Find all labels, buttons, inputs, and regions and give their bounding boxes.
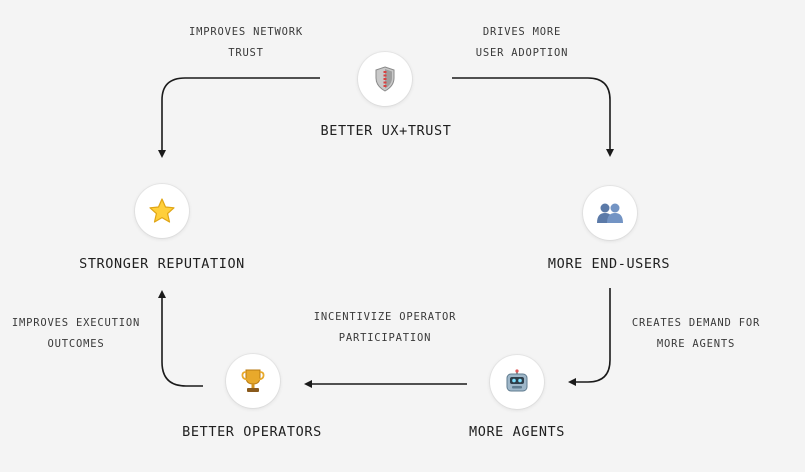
more-agents-label: MORE AGENTS: [468, 424, 566, 440]
robot-icon: [506, 369, 528, 392]
shield-icon: [375, 66, 395, 92]
edge-label-incentivize: INCENTIVIZE OPERATOR PARTICIPATION: [313, 311, 457, 344]
arrow-operators-to-reputation: [158, 290, 203, 387]
better-ux-trust-node: [358, 52, 412, 106]
edge-label-improves-outcomes: IMPROVES EXECUTION OUTCOMES: [11, 317, 141, 350]
users-icon: [597, 203, 623, 223]
arrow-reputation-to-trust: [158, 77, 320, 158]
edge-label-drives-adoption: DRIVES MORE USER ADOPTION: [475, 26, 569, 59]
arrow-trust-to-users: [452, 77, 614, 157]
trophy-icon: [241, 369, 265, 392]
edge-label-improves-trust: IMPROVES NETWORK TRUST: [189, 26, 303, 59]
more-end-users-label: MORE END-USERS: [547, 256, 671, 272]
stronger-reputation-label: STRONGER REPUTATION: [79, 256, 245, 272]
arrow-users-to-agents: [568, 288, 611, 386]
more-agents-node: [490, 355, 544, 409]
more-end-users-node: [583, 186, 637, 240]
better-operators-node: [226, 354, 280, 408]
star-icon: [149, 198, 175, 223]
stronger-reputation-node: [135, 184, 189, 238]
edge-label-creates-demand: CREATES DEMAND FOR MORE AGENTS: [631, 317, 761, 350]
better-ux-trust-label: BETTER UX+TRUST: [320, 123, 452, 139]
better-operators-label: BETTER OPERATORS: [182, 424, 322, 440]
